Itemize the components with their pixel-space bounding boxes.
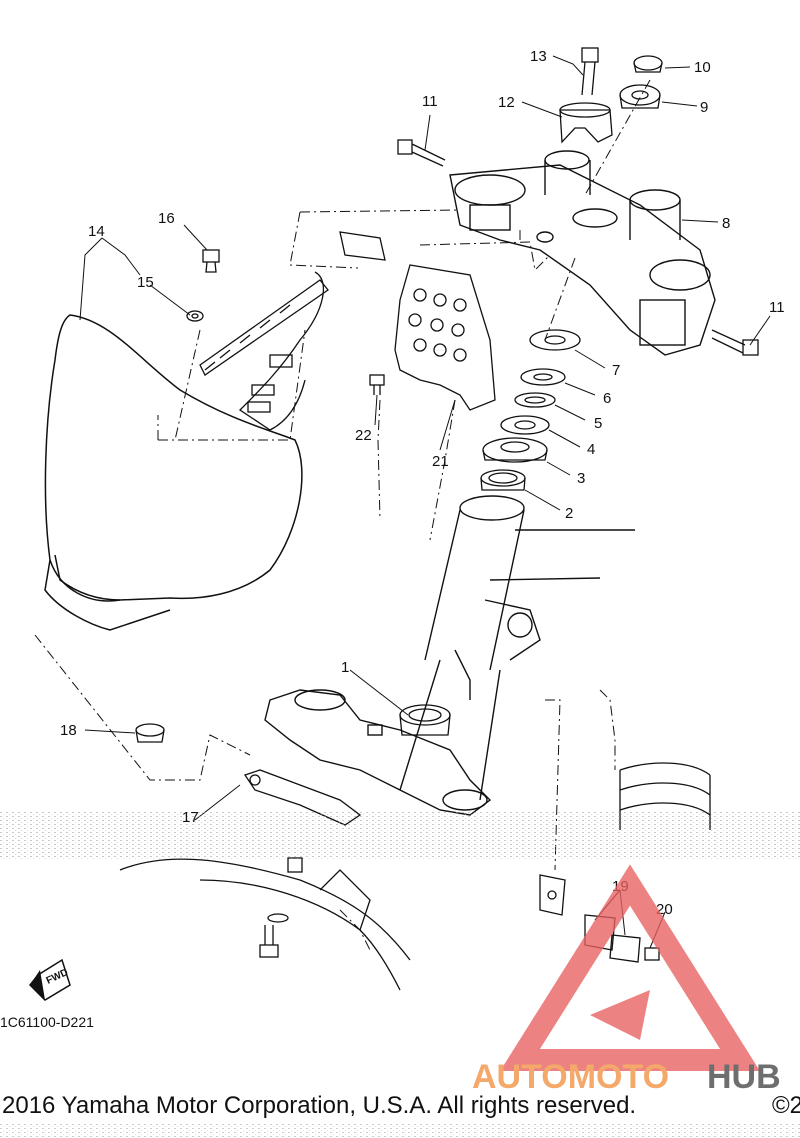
part-number-11-left: 11 [422, 93, 438, 110]
part-number-12: 12 [498, 94, 515, 111]
part-number-13: 13 [530, 48, 547, 65]
watermark-logo [500, 864, 760, 1071]
number-plate-14 [44, 314, 303, 631]
lower-bolt [259, 857, 303, 958]
drawing-code: 1C61100-D221 [0, 1014, 94, 1030]
part-number-4: 4 [587, 441, 595, 458]
part-number-7: 7 [612, 362, 620, 379]
scan-noise-band [0, 812, 800, 860]
copyright-notice-right: ©2 [772, 1092, 800, 1119]
part-number-labels: 13 10 9 12 11 8 11 7 6 5 4 3 2 1 14 16 1… [60, 48, 785, 918]
lock-washer-7 [529, 329, 581, 351]
watermark-brand-text: AUTOMOTO HUB [472, 1058, 781, 1096]
bracket-21 [339, 231, 496, 411]
cap-10 [633, 55, 663, 73]
part-number-14: 14 [88, 223, 105, 240]
part-number-16: 16 [158, 210, 175, 227]
nut-9 [619, 84, 661, 109]
part-number-18: 18 [60, 722, 77, 739]
bolt-11-right [711, 329, 759, 356]
steering-head-frame [399, 495, 635, 801]
bolt-11-left [397, 139, 446, 167]
part-number-22: 22 [355, 427, 372, 444]
part-number-11-right: 11 [769, 299, 785, 316]
part-number-8: 8 [722, 215, 730, 232]
brand-part-1: AUTOMOTO [472, 1058, 669, 1096]
collar-15 [186, 310, 204, 322]
part-number-21: 21 [432, 453, 449, 470]
part-number-6: 6 [603, 390, 611, 407]
part-number-5: 5 [594, 415, 602, 432]
copyright-notice: 2016 Yamaha Motor Corporation, U.S.A. Al… [2, 1092, 636, 1119]
frame-lower [119, 858, 411, 991]
bearing-2 [480, 469, 526, 491]
ring-nut-4 [500, 415, 550, 435]
bearing-1 [399, 704, 451, 736]
clamp-20 [609, 934, 660, 963]
scan-noise-bottom [0, 1124, 800, 1138]
part-number-17: 17 [182, 809, 199, 826]
ring-nut-6 [520, 368, 566, 386]
cable-guide [199, 271, 329, 431]
bolt-13 [581, 47, 599, 96]
screw-22 [369, 374, 385, 395]
part-number-3: 3 [577, 470, 585, 487]
upper-bracket-8 [449, 150, 716, 356]
bolt-16 [202, 249, 220, 273]
handlebar-holder-12 [559, 102, 613, 144]
bearing-cover-3 [482, 437, 548, 463]
part-number-15: 15 [137, 274, 154, 291]
part-number-1: 1 [341, 659, 349, 676]
grommet-18 [135, 723, 165, 743]
washer-5 [514, 392, 556, 408]
part-number-10: 10 [694, 59, 711, 76]
fwd-arrow-icon: FWD [28, 958, 71, 1001]
brand-part-2: HUB [707, 1058, 781, 1096]
part-number-2: 2 [565, 505, 573, 522]
lower-bracket [264, 689, 492, 816]
part-number-9: 9 [700, 99, 708, 116]
